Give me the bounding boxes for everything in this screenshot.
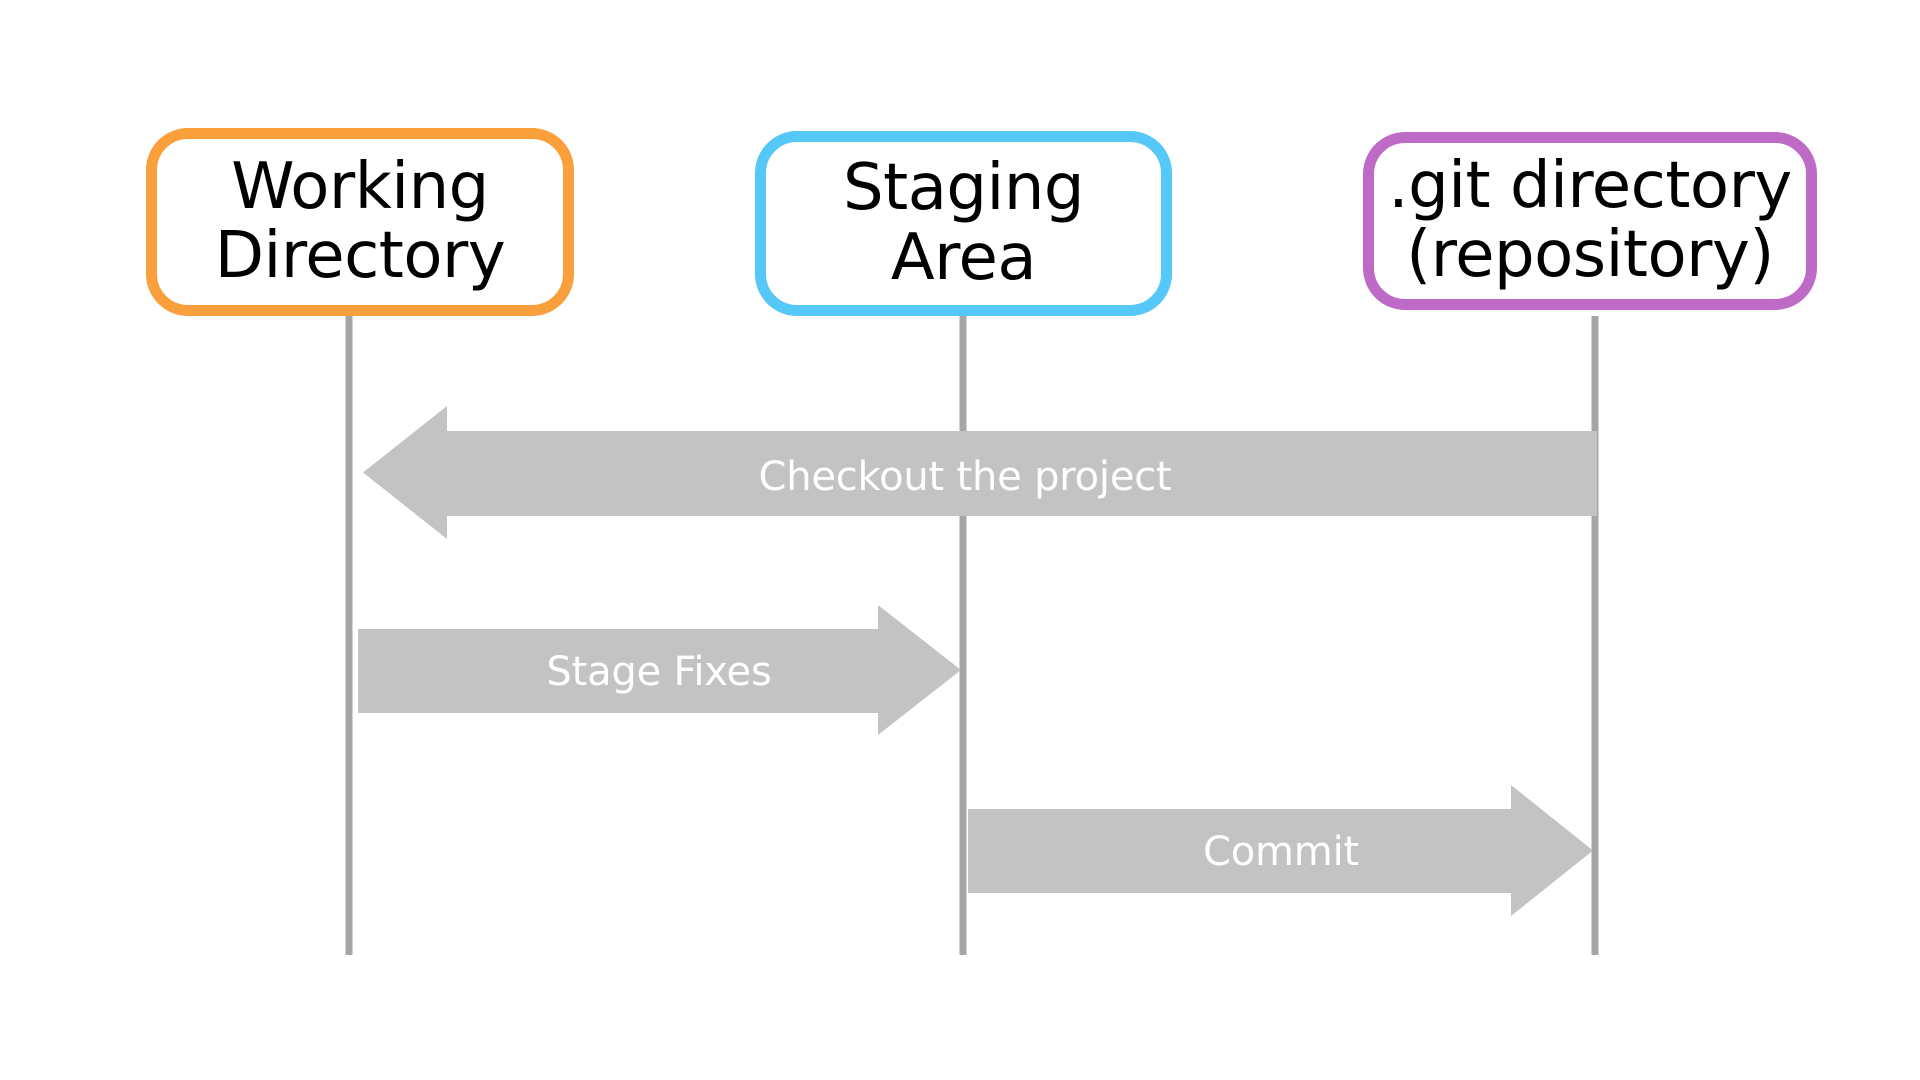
node-staging-area-label: Staging Area — [842, 151, 1085, 295]
arrow-commit — [968, 785, 1593, 916]
arrow-label-commit: Commit — [1203, 829, 1359, 875]
node-git-directory[interactable]: .git directory (repository) — [1363, 132, 1817, 310]
arrow-checkout-the-project — [363, 406, 1597, 539]
lifeline-git-directory — [1591, 316, 1599, 955]
node-git-directory-label: .git directory (repository) — [1388, 148, 1792, 292]
node-staging-area[interactable]: Staging Area — [755, 131, 1172, 316]
arrow-label-stage-fixes: Stage Fixes — [546, 649, 772, 695]
arrow-stage-fixes — [358, 605, 961, 735]
lifeline-working-directory — [345, 316, 353, 955]
node-working-directory-label: Working Directory — [214, 149, 506, 293]
lifelines-group — [345, 316, 1599, 955]
arrows-group — [358, 406, 1597, 916]
lifeline-staging-area — [959, 316, 967, 955]
arrow-label-checkout-the-project: Checkout the project — [758, 454, 1172, 500]
node-working-directory[interactable]: Working Directory — [146, 128, 574, 316]
